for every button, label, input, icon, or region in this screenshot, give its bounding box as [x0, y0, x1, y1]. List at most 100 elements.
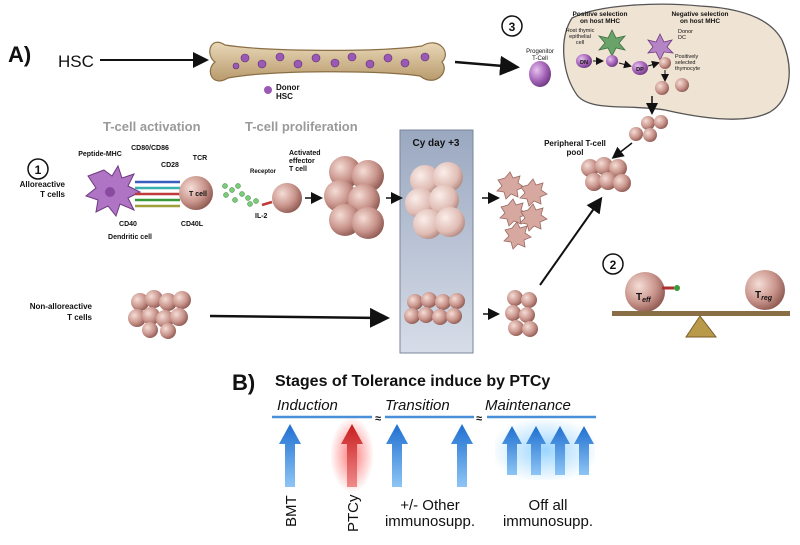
bmt-label: BMT: [283, 495, 300, 527]
to-pool-arrow: [539, 196, 603, 286]
positive-selected-cell: [659, 57, 671, 69]
exit-cell-2: [654, 115, 668, 129]
step-2-badge: [602, 253, 624, 275]
exit-cell-4: [643, 128, 657, 142]
bone-illustration: [209, 41, 446, 82]
positive-selection-label-1: Positive selection: [573, 11, 628, 18]
other-immunosupp-label-2: immunosupp.: [385, 513, 475, 530]
dn-intermediate-cell: [606, 55, 618, 67]
tcr-label: TCR: [193, 155, 207, 162]
step-3-badge: [501, 15, 523, 37]
t-reg-subscript: reg: [761, 295, 773, 302]
ptcy-arrow: [341, 424, 363, 487]
maintenance-glow: [495, 420, 595, 480]
dp-cell: [632, 61, 648, 75]
non-alloreactive-label-1: Non-alloreactive: [30, 302, 93, 311]
alloreactive-label-2: T cells: [40, 190, 65, 199]
positively-selected-label-2: selected: [675, 60, 696, 66]
t-reg-cell: [745, 270, 785, 310]
donor-hsc-label-2: HSC: [276, 92, 293, 101]
positive-selection-label-2: on host MHC: [580, 18, 620, 25]
thymus-region: [563, 3, 790, 120]
panel-b-label: B): [232, 370, 255, 395]
t-cell-label: T cell: [189, 191, 207, 198]
il2-label: IL-2: [255, 213, 268, 220]
t-cell: [179, 176, 213, 210]
host-thymic-label-1: Host thymic: [566, 28, 595, 34]
t-cell-proliferation-title: T-cell proliferation: [245, 119, 358, 134]
timeline-break-2: ≈: [476, 413, 482, 425]
dying-cells: [496, 171, 548, 250]
maintenance-arrows: [502, 426, 594, 475]
peripheral-pool-label-2: pool: [567, 148, 584, 157]
cd40-label: CD40: [119, 221, 137, 228]
proliferated-cluster: [324, 156, 384, 239]
step-1-badge: [27, 158, 49, 180]
positively-selected-label-3: thymocyte: [675, 66, 700, 72]
donor-dc-label-2: DC: [678, 35, 686, 41]
non-allo-arrow: [209, 307, 390, 328]
transition-label: Transition: [385, 397, 450, 414]
balance-beam: [612, 311, 790, 316]
donor-hsc-dot: [264, 86, 272, 94]
step-2-number: 2: [610, 258, 617, 272]
negative-selection-arrow: [647, 60, 660, 69]
positively-selected-label-1: Positively: [675, 54, 698, 60]
peripheral-pool-label-1: Peripheral T-cell: [544, 139, 606, 148]
t-cell-activation-title: T-cell activation: [103, 119, 201, 134]
activated-effector-label-3: T cell: [289, 166, 307, 173]
donor-hsc-label-1: Donor: [276, 83, 300, 92]
balance-fulcrum: [685, 315, 718, 338]
thymocyte-cell-1: [655, 81, 669, 95]
cy-non-allo-cluster: [404, 292, 465, 325]
exit-cell-3: [629, 127, 643, 141]
off-all-label-2: immunosupp.: [503, 513, 593, 530]
t-eff-cell: [625, 272, 665, 312]
activated-effector-cell: [272, 183, 302, 213]
step-3-number: 3: [509, 20, 516, 34]
transition-arrow-1: [386, 424, 408, 487]
ptcy-label: PTCy: [345, 494, 362, 532]
dp-label: DP: [636, 67, 644, 73]
peripheral-pool-cluster: [581, 157, 631, 192]
dn-label: DN: [580, 60, 588, 66]
dn-cell: [576, 54, 592, 68]
activated-effector-label-1: Activated: [289, 150, 321, 157]
dendritic-cell: [84, 164, 142, 218]
transition-arrow-2: [451, 424, 473, 487]
host-thymic-label-2: epithelial: [569, 34, 591, 40]
off-all-label-1: Off all: [529, 497, 568, 514]
progenitor-label-2: T-Cell: [532, 56, 548, 62]
receptor-label: Receptor: [250, 169, 277, 175]
receptor-bridges: [135, 180, 180, 208]
il2-receptor: [261, 200, 273, 207]
cy-day-label: Cy day +3: [413, 138, 460, 149]
step-1-number: 1: [35, 163, 42, 177]
dp-arrow: [618, 60, 632, 69]
donor-dc-label-1: Donor: [678, 29, 693, 35]
negative-selection-label-1: Negative selection: [671, 11, 728, 18]
non-alloreactive-cluster: [128, 290, 191, 339]
negative-selection-label-2: on host MHC: [680, 18, 720, 25]
non-alloreactive-label-2: T cells: [67, 313, 92, 322]
progenitor-cell: [529, 61, 551, 87]
bone-to-progenitor-arrow: [454, 55, 520, 76]
to-peripheral-arrow: [611, 142, 633, 159]
host-thymic-label-3: cell: [576, 40, 584, 46]
timeline-break-1: ≈: [375, 413, 381, 425]
t-eff-subscript: eff: [642, 297, 651, 304]
activated-effector-label-2: effector: [289, 158, 315, 165]
peptide-mhc-label: Peptide-MHC: [78, 151, 122, 158]
cd40l-label: CD40L: [181, 221, 204, 228]
dendritic-cell-label: Dendritic cell: [108, 234, 152, 241]
alloreactive-label-1: Alloreactive: [20, 180, 66, 189]
cd28-label: CD28: [161, 162, 179, 169]
exit-cell-1: [641, 116, 655, 130]
survivor-cluster: [505, 290, 538, 337]
il2-molecules: [222, 183, 259, 207]
bmt-arrow: [279, 424, 301, 487]
hsc-label: HSC: [58, 52, 94, 71]
other-immunosupp-label-1: +/- Other: [400, 497, 460, 514]
progenitor-label-1: Progenitor: [526, 49, 554, 55]
